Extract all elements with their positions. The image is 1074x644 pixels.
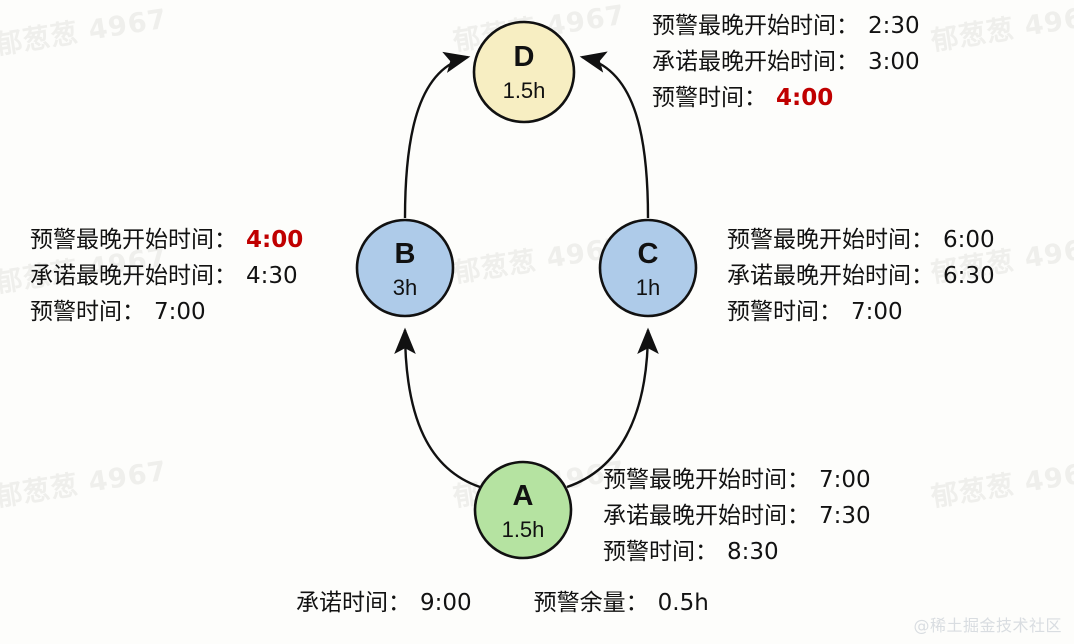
edge-a-to-c [566, 327, 659, 489]
graph-node-b[interactable]: B 3h [355, 218, 455, 318]
node-b-duration: 3h [393, 275, 417, 300]
info-line-warning-time: 预警时间： 8:30 [603, 534, 871, 570]
value-latest-warning-start: 4:00 [246, 227, 304, 253]
label-latest-warning-start: 预警最晚开始时间： [30, 227, 237, 253]
value-promise-time: 9:00 [420, 590, 472, 616]
value-latest-warning-start: 2:30 [868, 13, 920, 39]
value-latest-promise-start: 3:00 [868, 49, 920, 75]
value-warning-time: 8:30 [727, 539, 779, 565]
node-c-duration: 1h [636, 275, 660, 300]
label-latest-warning-start: 预警最晚开始时间： [603, 467, 810, 493]
info-block-node-c: 预警最晚开始时间： 6:00 承诺最晚开始时间： 6:30 预警时间： 7:00 [727, 222, 995, 330]
info-block-node-a: 预警最晚开始时间： 7:00 承诺最晚开始时间： 7:30 预警时间： 8:30 [603, 462, 871, 570]
edge-b-to-d [403, 51, 471, 219]
value-warning-slack: 0.5h [657, 590, 709, 616]
value-warning-time: 7:00 [154, 299, 206, 325]
node-a-circle [473, 460, 573, 560]
label-latest-warning-start: 预警最晚开始时间： [652, 13, 859, 39]
label-latest-warning-start: 预警最晚开始时间： [727, 227, 934, 253]
info-line-latest-promise-start: 承诺最晚开始时间： 6:30 [727, 258, 995, 294]
footer-warning-slack: 预警余量： 0.5h [534, 583, 709, 617]
value-warning-time: 7:00 [851, 299, 903, 325]
value-latest-promise-start: 6:30 [943, 263, 995, 289]
label-warning-time: 预警时间： [652, 85, 767, 111]
graph-node-d[interactable]: D 1.5h [472, 20, 576, 124]
edge-a-to-b [394, 327, 481, 489]
node-b-label: B [395, 238, 416, 270]
info-line-latest-warning-start: 预警最晚开始时间： 2:30 [652, 8, 920, 44]
value-latest-warning-start: 6:00 [943, 227, 995, 253]
info-line-latest-warning-start: 预警最晚开始时间： 7:00 [603, 462, 871, 498]
graph-node-c[interactable]: C 1h [598, 218, 698, 318]
info-line-warning-time: 预警时间： 4:00 [652, 80, 920, 116]
node-b-circle [355, 218, 455, 318]
info-block-node-b: 预警最晚开始时间： 4:00 承诺最晚开始时间： 4:30 预警时间： 7:00 [30, 222, 303, 330]
label-latest-promise-start: 承诺最晚开始时间： [727, 263, 934, 289]
label-warning-time: 预警时间： [603, 539, 718, 565]
label-latest-promise-start: 承诺最晚开始时间： [652, 49, 859, 75]
info-line-latest-promise-start: 承诺最晚开始时间： 3:00 [652, 44, 920, 80]
label-latest-promise-start: 承诺最晚开始时间： [30, 263, 237, 289]
node-c-label: C [638, 238, 659, 270]
footer-promise-time: 承诺时间： 9:00 [296, 583, 472, 617]
label-warning-time: 预警时间： [727, 299, 842, 325]
node-d-label: D [514, 41, 535, 73]
edge-c-to-d [579, 51, 650, 219]
footer-summary: 承诺时间： 9:00 预警余量： 0.5h [296, 583, 709, 617]
graph-node-a[interactable]: A 1.5h [473, 460, 573, 560]
label-latest-promise-start: 承诺最晚开始时间： [603, 503, 810, 529]
label-warning-time: 预警时间： [30, 299, 145, 325]
label-promise-time: 承诺时间： [296, 590, 411, 616]
info-line-latest-warning-start: 预警最晚开始时间： 6:00 [727, 222, 995, 258]
info-line-latest-warning-start: 预警最晚开始时间： 4:00 [30, 222, 303, 258]
info-line-latest-promise-start: 承诺最晚开始时间： 7:30 [603, 498, 871, 534]
node-c-circle [598, 218, 698, 318]
node-a-label: A [513, 480, 534, 512]
info-line-warning-time: 预警时间： 7:00 [30, 294, 303, 330]
value-warning-time: 4:00 [776, 85, 834, 111]
graph-edges [394, 51, 659, 489]
node-d-duration: 1.5h [503, 78, 546, 103]
label-warning-slack: 预警余量： [533, 590, 649, 616]
info-block-node-d: 预警最晚开始时间： 2:30 承诺最晚开始时间： 3:00 预警时间： 4:00 [652, 8, 920, 116]
info-line-latest-promise-start: 承诺最晚开始时间： 4:30 [30, 258, 303, 294]
attribution-watermark: @稀土掘金技术社区 [913, 616, 1062, 635]
node-a-duration: 1.5h [502, 517, 545, 542]
value-latest-promise-start: 7:30 [819, 503, 871, 529]
value-latest-promise-start: 4:30 [246, 263, 298, 289]
info-line-warning-time: 预警时间： 7:00 [727, 294, 995, 330]
value-latest-warning-start: 7:00 [819, 467, 871, 493]
node-d-circle [472, 20, 576, 124]
